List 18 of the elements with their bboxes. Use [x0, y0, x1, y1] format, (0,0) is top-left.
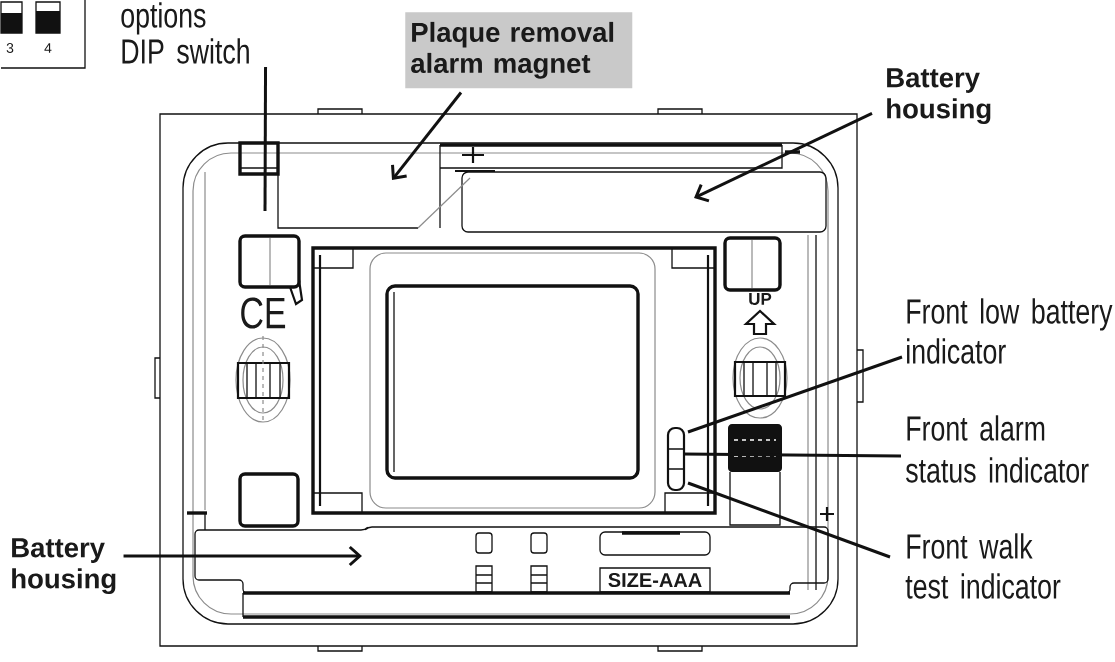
- marking-text: UP: [749, 293, 772, 305]
- callout-text: Front alarm status indicator: [906, 415, 1089, 483]
- callout-text: Front walk test indicator: [905, 533, 1061, 599]
- leader-line: [683, 452, 902, 458]
- size-marking: SIZE-AAA: [599, 567, 711, 593]
- callout-text: Front low battery indicator: [907, 298, 1113, 364]
- leader-line: [687, 481, 891, 559]
- switch-number: 3: [6, 43, 14, 53]
- leader-line: [687, 355, 903, 434]
- leader-line: [263, 67, 268, 211]
- leader-arrow: [391, 91, 463, 180]
- callout-text: Battery housing: [12, 538, 116, 595]
- label-box: Plaque removal alarm magnet: [405, 12, 633, 89]
- switch-number: 4: [44, 43, 52, 53]
- callout-text: Battery housing: [887, 68, 991, 125]
- callout-text: options DIP switch: [121, 2, 249, 64]
- ce-mark: CE: [241, 297, 286, 329]
- leader-arrow: [123, 545, 362, 567]
